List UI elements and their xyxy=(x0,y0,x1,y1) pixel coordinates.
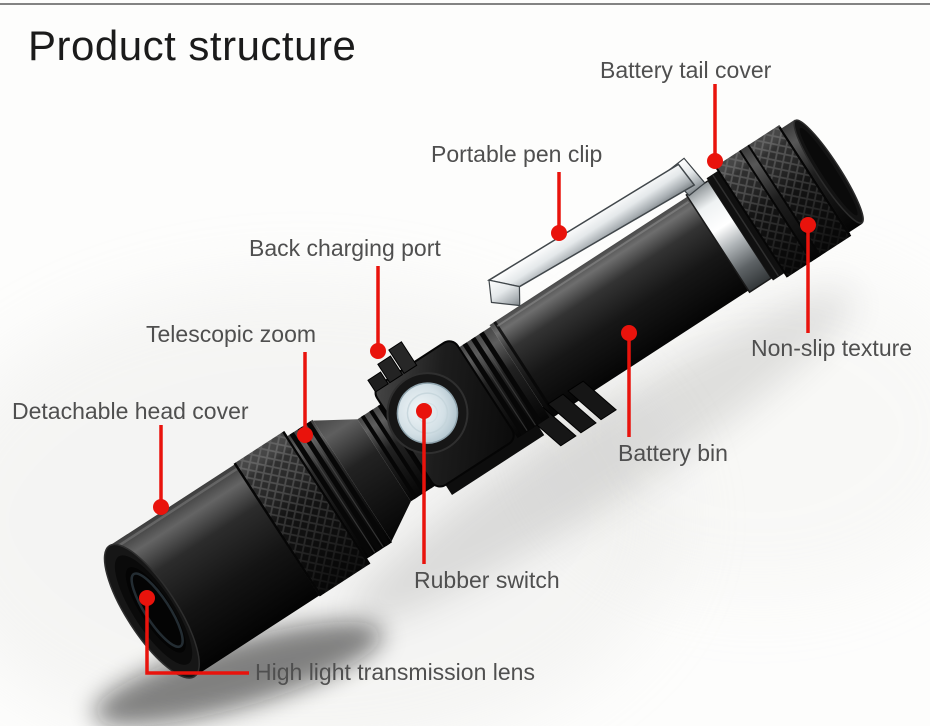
module-rings xyxy=(458,326,550,439)
head-groove-rings xyxy=(287,419,393,559)
callout-telescopic-zoom-dot xyxy=(297,427,313,443)
label-rubber-switch: Rubber switch xyxy=(414,567,560,593)
lens xyxy=(125,567,186,653)
callout-portable-pen-clip-dot xyxy=(551,225,567,241)
label-telescopic-zoom: Telescopic zoom xyxy=(146,321,317,347)
callout-rubber-switch-dot xyxy=(416,403,432,419)
zoom-taper xyxy=(313,419,411,542)
callouts xyxy=(139,84,816,675)
battery-bin-tube xyxy=(489,196,749,420)
page-title: Product structure xyxy=(28,22,357,69)
label-battery-tail-cover: Battery tail cover xyxy=(600,57,772,83)
label-back-charging-port: Back charging port xyxy=(249,235,441,261)
pen-clip-hook xyxy=(488,279,521,307)
flashlight xyxy=(103,119,864,679)
label-portable-pen-clip: Portable pen clip xyxy=(431,141,603,167)
tail-smooth-band xyxy=(739,144,822,262)
label-non-slip-texture: Non-slip texture xyxy=(751,335,913,361)
backdrop-shadows xyxy=(0,260,930,726)
head-knurl-band xyxy=(233,430,371,597)
label-battery-bin: Battery bin xyxy=(618,440,728,466)
callout-battery-bin-dot xyxy=(621,325,637,341)
callout-lens-elbow-line xyxy=(145,603,249,675)
body-cast-shadow xyxy=(347,290,853,626)
callout-lens-dot xyxy=(139,590,155,606)
tail-cap xyxy=(706,119,864,281)
callout-back-charging-port-dot xyxy=(370,343,386,359)
top-rule xyxy=(0,3,930,5)
label-detachable-head-cover: Detachable head cover xyxy=(12,398,249,424)
callout-non-slip-texture-dot xyxy=(800,217,816,233)
body-highlight xyxy=(496,201,690,327)
callout-battery-tail-cover-dot xyxy=(707,153,723,169)
pen-clip xyxy=(486,157,706,307)
label-high-light-transmission-lens: High light transmission lens xyxy=(255,659,535,685)
callout-detachable-head-cover-dot xyxy=(153,499,169,515)
module-step-teeth xyxy=(367,341,418,393)
